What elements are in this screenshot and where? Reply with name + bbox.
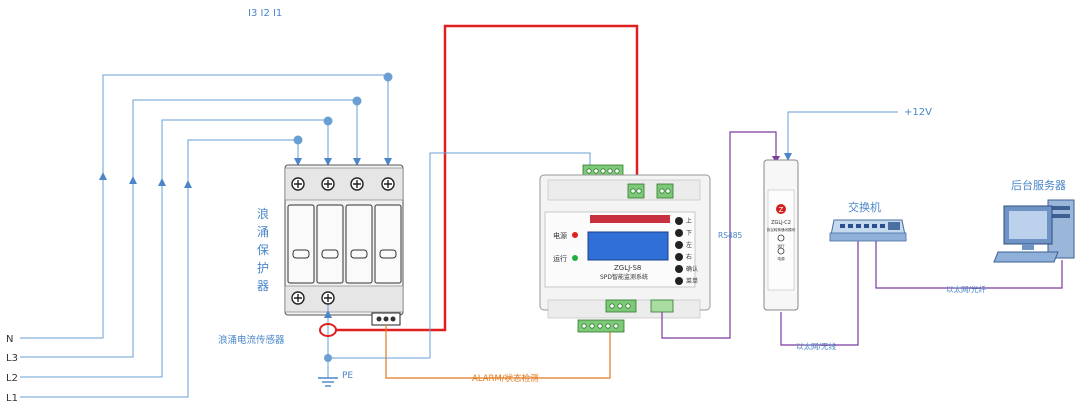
server-computer-icon [993, 199, 1075, 263]
svg-text:确认: 确认 [686, 265, 698, 273]
monitor-subtitle: SPD智能监测系统 [600, 273, 648, 281]
switch-label: 交换机 [848, 200, 881, 214]
monitor-device [539, 164, 711, 333]
sensor-label: 浪涌电流传感器 [218, 334, 285, 346]
pe-link-line [328, 152, 591, 359]
eth-wireless-label: 以太网/无线 [796, 341, 837, 351]
monitor-button-labels: 上 下 左 右 确认 菜单 [686, 217, 698, 285]
line-label-l1: L1 [6, 393, 18, 404]
power-led [572, 232, 578, 238]
svg-text:涌: 涌 [257, 225, 269, 239]
svg-text:右: 右 [686, 253, 692, 261]
svg-text:器: 器 [257, 279, 269, 293]
ground-icon [318, 377, 338, 387]
line-label-l2: L2 [6, 373, 18, 384]
switch-device [829, 219, 907, 242]
pe-arrow [324, 310, 332, 318]
power-12v-line [787, 111, 898, 158]
converter-led2: 电源 [777, 256, 785, 261]
power-arrows [99, 158, 392, 188]
rs485-line [661, 131, 777, 339]
svg-text:护: 护 [257, 261, 269, 275]
monitor-power-label: 电源 [553, 231, 567, 240]
power-12v-arrow [784, 153, 792, 161]
monitor-model: ZGLJ-S8 [614, 264, 641, 272]
converter-brand: ZGLJ-C2 [771, 220, 791, 226]
svg-text:上: 上 [686, 217, 692, 225]
power-12v-label: +12V [904, 107, 932, 118]
svg-text:保: 保 [257, 243, 269, 257]
converter-led1: 运行 [777, 243, 785, 248]
line-label-l3: L3 [6, 353, 18, 364]
eth-fiber-label: 以太网/光纤 [946, 284, 987, 294]
spd-label: 浪 涌 保 护 器 [257, 206, 269, 293]
pe-label: PE [342, 371, 353, 381]
run-led [572, 255, 578, 261]
power-lines [20, 74, 389, 398]
svg-text:下: 下 [686, 230, 692, 237]
converter-text: 协议转换通讯模块 [767, 227, 796, 232]
rs485-label: RS485 [718, 231, 743, 240]
alarm-label: ALARM/状态检测 [472, 373, 539, 384]
converter-device: Z [763, 159, 799, 311]
monitor-run-label: 运行 [553, 254, 567, 263]
eth-fiber-line [875, 241, 1063, 289]
svg-text:菜单: 菜单 [686, 277, 698, 285]
line-label-n: N [6, 334, 13, 345]
surge-signal-line [336, 24, 639, 332]
eth-wireless-line [780, 241, 859, 346]
junction-dots [293, 72, 393, 145]
svg-text:Z: Z [779, 206, 784, 214]
svg-text:左: 左 [686, 241, 692, 249]
alarm-line [385, 325, 611, 379]
phase-labels-top: I3 I2 I1 [248, 8, 282, 19]
surge-protector [284, 164, 404, 326]
server-label: 后台服务器 [1011, 178, 1066, 192]
svg-text:浪: 浪 [257, 206, 269, 221]
